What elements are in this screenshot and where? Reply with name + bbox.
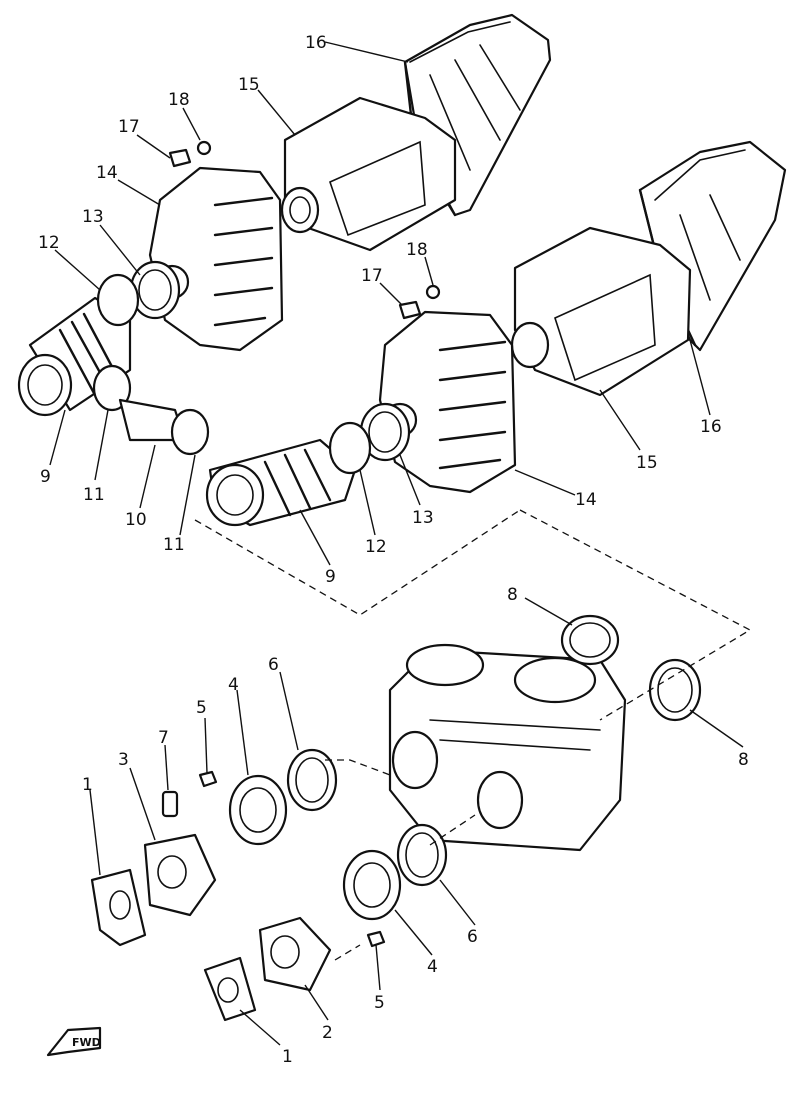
bolts-washers bbox=[168, 140, 441, 320]
callout-5: 5 bbox=[374, 993, 385, 1013]
callout-4: 4 bbox=[228, 675, 239, 695]
callout-15: 15 bbox=[238, 75, 260, 95]
callout-3: 3 bbox=[118, 750, 129, 770]
callout-13: 13 bbox=[82, 207, 104, 227]
callout-4: 4 bbox=[427, 957, 438, 977]
callout-17: 17 bbox=[361, 266, 383, 286]
callout-12: 12 bbox=[365, 537, 387, 557]
callout-5: 5 bbox=[196, 698, 207, 718]
filter-housing-lower bbox=[378, 310, 517, 494]
callout-12: 12 bbox=[38, 233, 60, 253]
callout-18: 18 bbox=[168, 90, 190, 110]
callout-14: 14 bbox=[96, 163, 118, 183]
callout-14: 14 bbox=[575, 490, 597, 510]
callout-1: 1 bbox=[282, 1047, 293, 1067]
callout-9: 9 bbox=[325, 567, 336, 587]
intake-box-lower bbox=[510, 226, 692, 397]
callout-10: 10 bbox=[125, 510, 147, 530]
filter-housing-upper bbox=[148, 166, 284, 352]
callout-16: 16 bbox=[700, 417, 722, 437]
callout-6: 6 bbox=[467, 927, 478, 947]
callout-8: 8 bbox=[507, 585, 518, 605]
intake-joint-hoses bbox=[17, 273, 372, 527]
callout-17: 17 bbox=[118, 117, 140, 137]
intake-box-upper bbox=[280, 96, 457, 252]
callout-13: 13 bbox=[412, 508, 434, 528]
connection-lines bbox=[194, 509, 752, 961]
callout-11: 11 bbox=[83, 485, 105, 505]
callout-16: 16 bbox=[305, 33, 327, 53]
callout-6: 6 bbox=[268, 655, 279, 675]
callout-7: 7 bbox=[158, 728, 169, 748]
callout-8: 8 bbox=[738, 750, 749, 770]
clamps-upper bbox=[129, 260, 411, 462]
callout-15: 15 bbox=[636, 453, 658, 473]
carburetor-assembly bbox=[388, 643, 627, 852]
manifold-joints bbox=[90, 770, 402, 1022]
callout-1: 1 bbox=[82, 775, 93, 795]
callout-2: 2 bbox=[322, 1023, 333, 1043]
lower-clamps bbox=[286, 614, 702, 887]
fwd-label: FWD bbox=[72, 1036, 101, 1049]
callout-labels: 16 15 18 17 14 13 12 9 11 10 11 9 12 13 … bbox=[38, 33, 749, 1067]
callout-18: 18 bbox=[406, 240, 428, 260]
fwd-arrow: FWD bbox=[46, 1026, 102, 1057]
callout-11: 11 bbox=[163, 535, 185, 555]
callout-9: 9 bbox=[40, 467, 51, 487]
leader-lines bbox=[49, 41, 744, 1046]
